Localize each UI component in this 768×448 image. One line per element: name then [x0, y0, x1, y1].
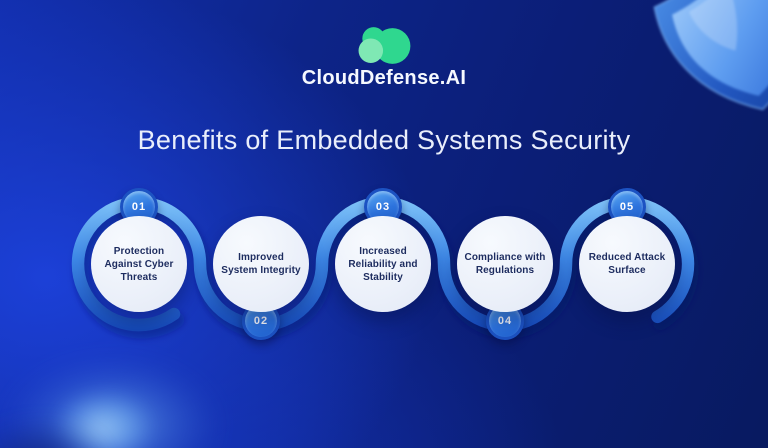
- cloud-logo-icon: [351, 22, 417, 70]
- step-1-circle: Protection Against Cyber Threats: [91, 216, 187, 312]
- step-3-number: 03: [375, 201, 391, 213]
- step-3-label: Increased Reliability and Stability: [348, 245, 418, 283]
- step-1-label: Protection Against Cyber Threats: [104, 245, 174, 283]
- step-3-circle: Increased Reliability and Stability: [335, 216, 431, 312]
- step-5-label: Reduced Attack Surface: [588, 252, 666, 276]
- step-5-circle: Reduced Attack Surface: [579, 216, 675, 312]
- step-2-number: 02: [253, 315, 269, 327]
- page-title: Benefits of Embedded Systems Security: [137, 125, 631, 155]
- step-1-number: 01: [131, 201, 147, 213]
- step-2-label: Improved System Integrity: [221, 252, 301, 276]
- brand-name: CloudDefense.AI: [301, 67, 467, 89]
- step-5-number: 05: [619, 201, 635, 213]
- step-4-number: 04: [497, 315, 513, 327]
- step-2-circle: Improved System Integrity: [213, 216, 309, 312]
- step-4-circle: Compliance with Regulations: [457, 216, 553, 312]
- shield-icon: [652, 0, 768, 148]
- step-4-label: Compliance with Regulations: [464, 252, 546, 276]
